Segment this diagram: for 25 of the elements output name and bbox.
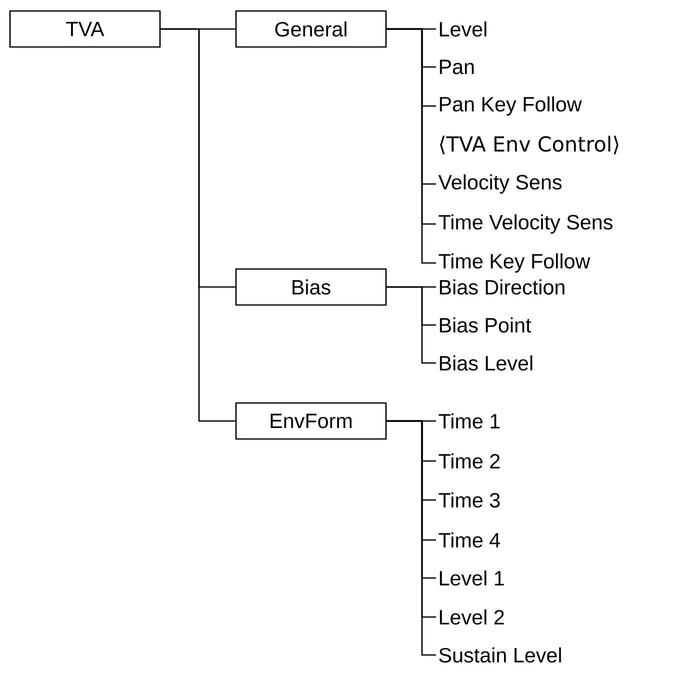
item-label: Time Key Follow: [438, 253, 590, 273]
connector-line: [386, 420, 436, 656]
item-label: Pan Key Follow: [440, 96, 582, 116]
item-label: Velocity Sens: [438, 174, 562, 194]
item-label: Level 2: [440, 609, 504, 625]
item-label: Time 1: [438, 413, 500, 429]
item-label: Bias Point: [440, 317, 532, 333]
connector-line: [160, 28, 236, 422]
item-label: Bias Direction: [440, 279, 564, 295]
item-label: Pan: [440, 60, 474, 74]
tree-box: Bias: [235, 268, 387, 306]
item-label: Sustain Level: [439, 647, 561, 663]
item-label: Time 3: [438, 492, 500, 508]
item-label: Bias Level: [440, 355, 532, 371]
connector-line: [386, 28, 436, 264]
tree-box: EnvForm: [235, 402, 387, 440]
note-label: ⟨TVA Env Control⟩: [440, 136, 618, 154]
item-label: Level 1: [440, 570, 504, 586]
tree-box: General: [235, 10, 387, 48]
item-label: Time 2: [438, 453, 500, 469]
item-label: Time Velocity Sens: [438, 214, 612, 234]
item-label: Level: [440, 21, 486, 37]
item-label: Time 4: [438, 532, 500, 548]
tree-box: TVA: [9, 10, 161, 48]
connector-line: [386, 286, 436, 364]
